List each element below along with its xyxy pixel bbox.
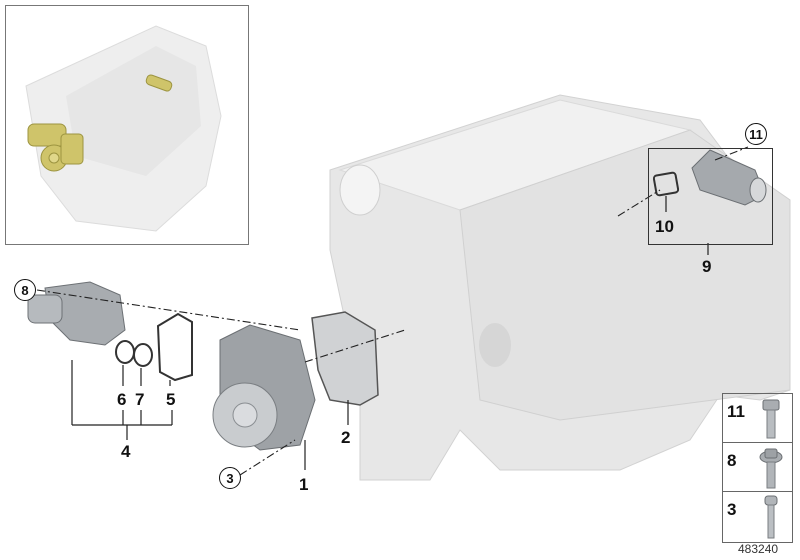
socket-bolt-icon <box>764 495 778 539</box>
hardware-panel: 11 8 3 <box>722 393 793 543</box>
callout-6[interactable]: 6 <box>117 390 127 409</box>
o-ring-7 <box>133 343 153 367</box>
hardware-row-11[interactable]: 11 <box>723 394 792 443</box>
callout-3[interactable]: 3 <box>219 467 241 489</box>
inset-engine-illustration <box>25 25 222 232</box>
image-number: 483240 <box>738 542 779 556</box>
callout-11[interactable]: 11 <box>745 123 767 145</box>
callout-4[interactable]: 4 <box>121 442 131 461</box>
water-pump <box>212 324 316 451</box>
callout-9[interactable]: 9 <box>702 257 712 276</box>
engine-block <box>329 94 791 481</box>
axis-lines <box>36 146 749 476</box>
thermostat-housing <box>27 281 126 346</box>
coolant-pipe <box>691 149 767 206</box>
highlighted-water-pump <box>27 123 84 172</box>
gasket-10 <box>652 171 680 197</box>
hardware-row-8[interactable]: 8 <box>723 443 792 492</box>
detail-box-9 <box>648 148 773 245</box>
callout-8[interactable]: 8 <box>14 279 36 301</box>
hex-bolt-icon <box>762 399 780 439</box>
callout-10[interactable]: 10 <box>655 217 674 236</box>
callout-5[interactable]: 5 <box>166 390 176 409</box>
callout-1[interactable]: 1 <box>299 475 309 494</box>
highlighted-thermostat-pipe <box>145 74 173 92</box>
hardware-row-3[interactable]: 3 <box>723 492 792 541</box>
gasket-5 <box>156 312 193 382</box>
callout-2[interactable]: 2 <box>341 428 351 447</box>
callout-7[interactable]: 7 <box>135 390 145 409</box>
overview-inset <box>5 5 249 245</box>
gasket-2 <box>311 311 379 406</box>
leader-lines <box>71 196 709 470</box>
flange-bolt-icon <box>759 448 783 489</box>
o-ring-6 <box>115 340 135 364</box>
